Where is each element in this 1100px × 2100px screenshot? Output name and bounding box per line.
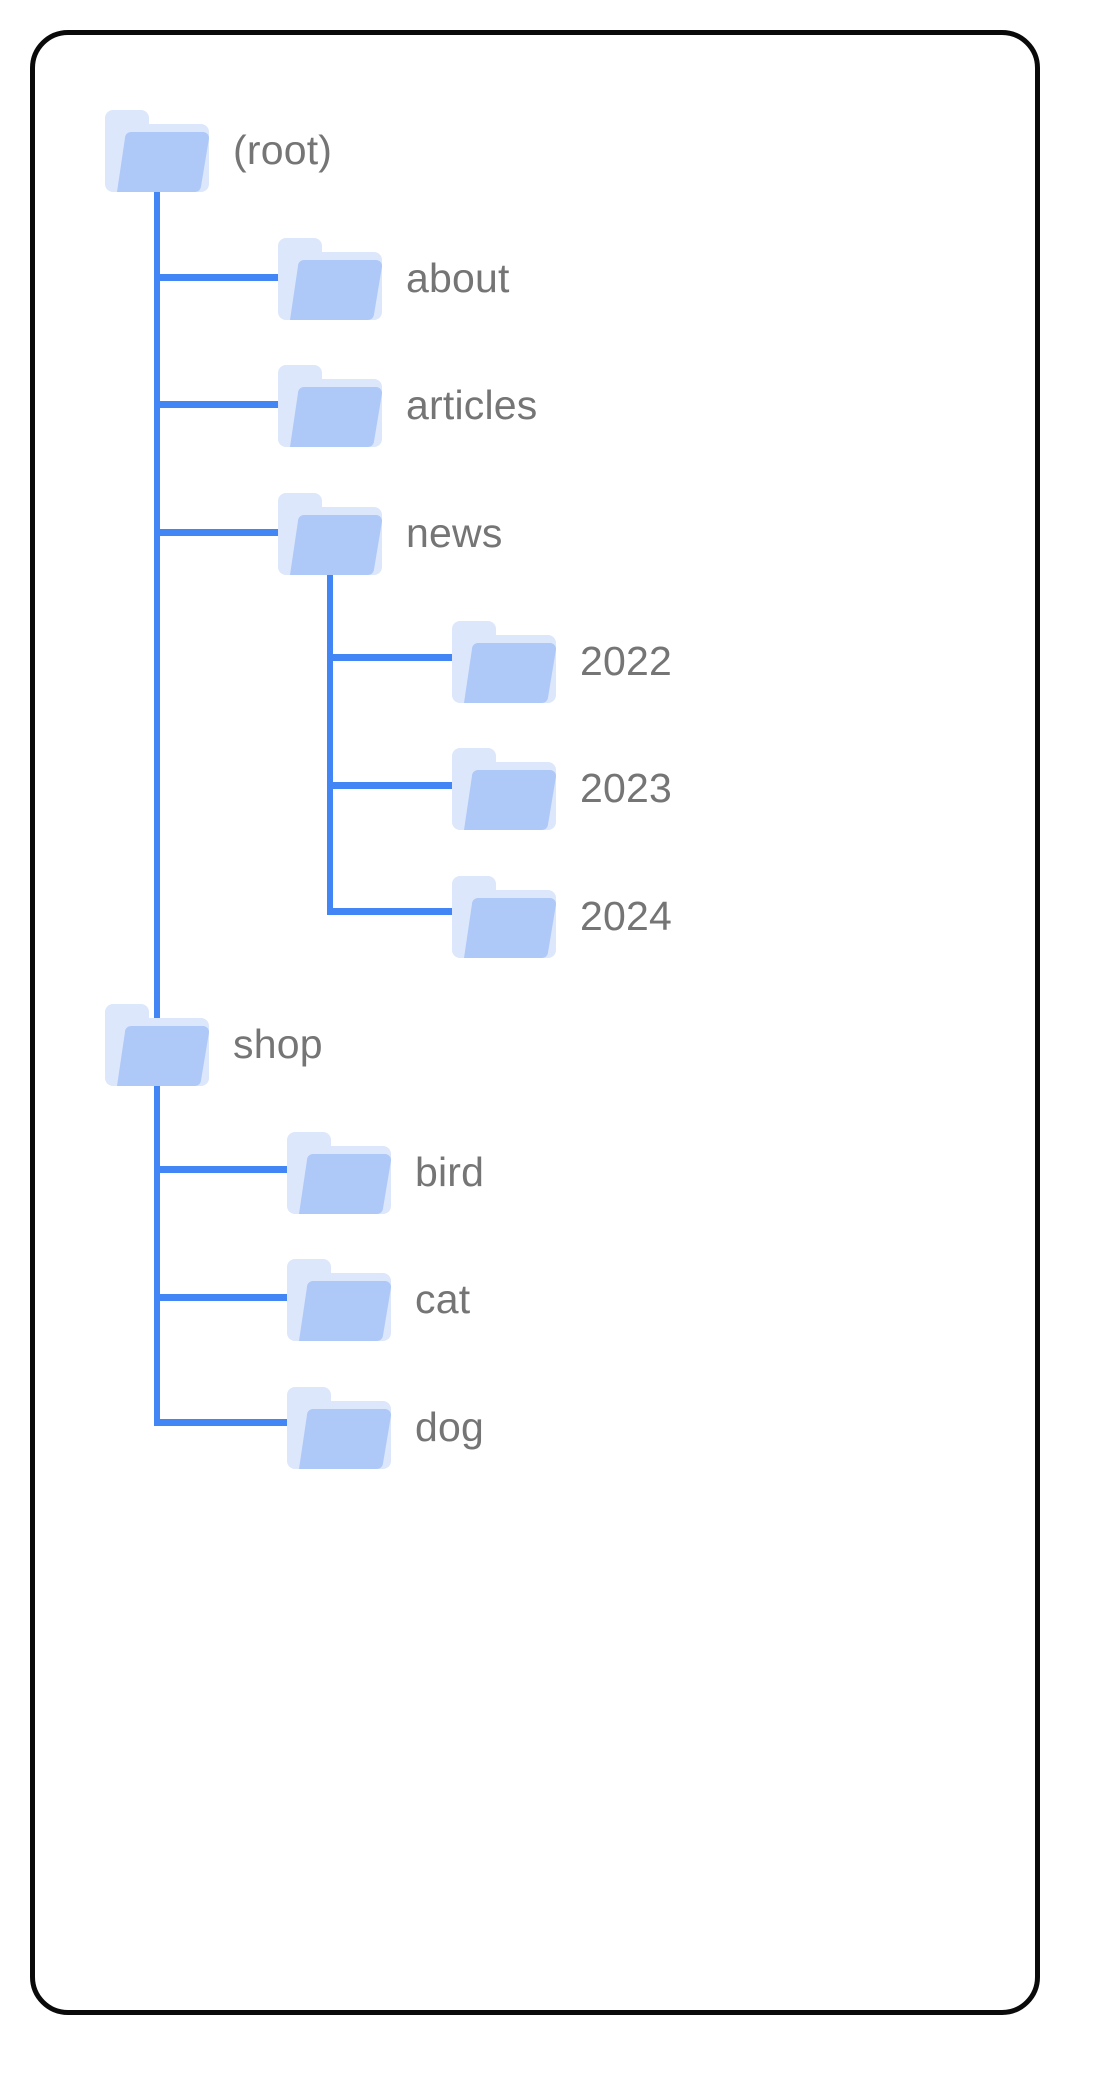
connector-news-2023 xyxy=(327,782,466,789)
tree-node-articles[interactable]: articles xyxy=(276,359,537,451)
folder-icon xyxy=(285,1126,393,1218)
folder-icon xyxy=(276,487,384,579)
folder-icon xyxy=(276,359,384,451)
connector-root-news xyxy=(154,529,292,536)
tree-node-bird[interactable]: bird xyxy=(285,1126,484,1218)
tree-node-label: about xyxy=(406,254,510,301)
connector-news-2024 xyxy=(327,908,466,915)
tree-node-2024[interactable]: 2024 xyxy=(450,870,672,962)
connector-shop-cat xyxy=(154,1294,300,1301)
tree-node-label: 2023 xyxy=(580,764,673,811)
tree-node-label: articles xyxy=(406,381,538,428)
tree-node-root[interactable]: (root) xyxy=(103,104,332,196)
connector-shop-dog xyxy=(154,1419,300,1426)
folder-icon xyxy=(450,870,558,962)
folder-icon xyxy=(103,104,211,196)
tree-node-label: (root) xyxy=(233,126,333,173)
connector-news-trunk xyxy=(327,565,333,913)
folder-icon xyxy=(285,1381,393,1473)
tree-node-label: news xyxy=(406,509,503,556)
tree-node-shop[interactable]: shop xyxy=(103,998,323,1090)
tree-node-2022[interactable]: 2022 xyxy=(450,615,672,707)
connector-root-articles xyxy=(154,401,292,408)
connector-root-about xyxy=(154,274,292,281)
folder-icon xyxy=(285,1253,393,1345)
connector-shop-bird xyxy=(154,1166,300,1173)
tree-node-label: 2022 xyxy=(580,637,673,684)
tree-node-label: shop xyxy=(233,1020,323,1067)
folder-icon xyxy=(276,232,384,324)
tree-node-label: dog xyxy=(415,1403,485,1450)
connector-news-2022 xyxy=(327,654,466,661)
tree-node-label: cat xyxy=(415,1275,471,1322)
tree-node-2023[interactable]: 2023 xyxy=(450,742,672,834)
folder-icon xyxy=(450,615,558,707)
connector-root-trunk xyxy=(154,182,160,1052)
tree-node-dog[interactable]: dog xyxy=(285,1381,484,1473)
tree-node-label: bird xyxy=(415,1148,485,1195)
tree-node-label: 2024 xyxy=(580,892,673,939)
tree-node-news[interactable]: news xyxy=(276,487,503,579)
folder-icon xyxy=(103,998,211,1090)
tree-node-cat[interactable]: cat xyxy=(285,1253,470,1345)
connector-shop-trunk xyxy=(154,1060,160,1425)
tree-node-about[interactable]: about xyxy=(276,232,510,324)
folder-icon xyxy=(450,742,558,834)
